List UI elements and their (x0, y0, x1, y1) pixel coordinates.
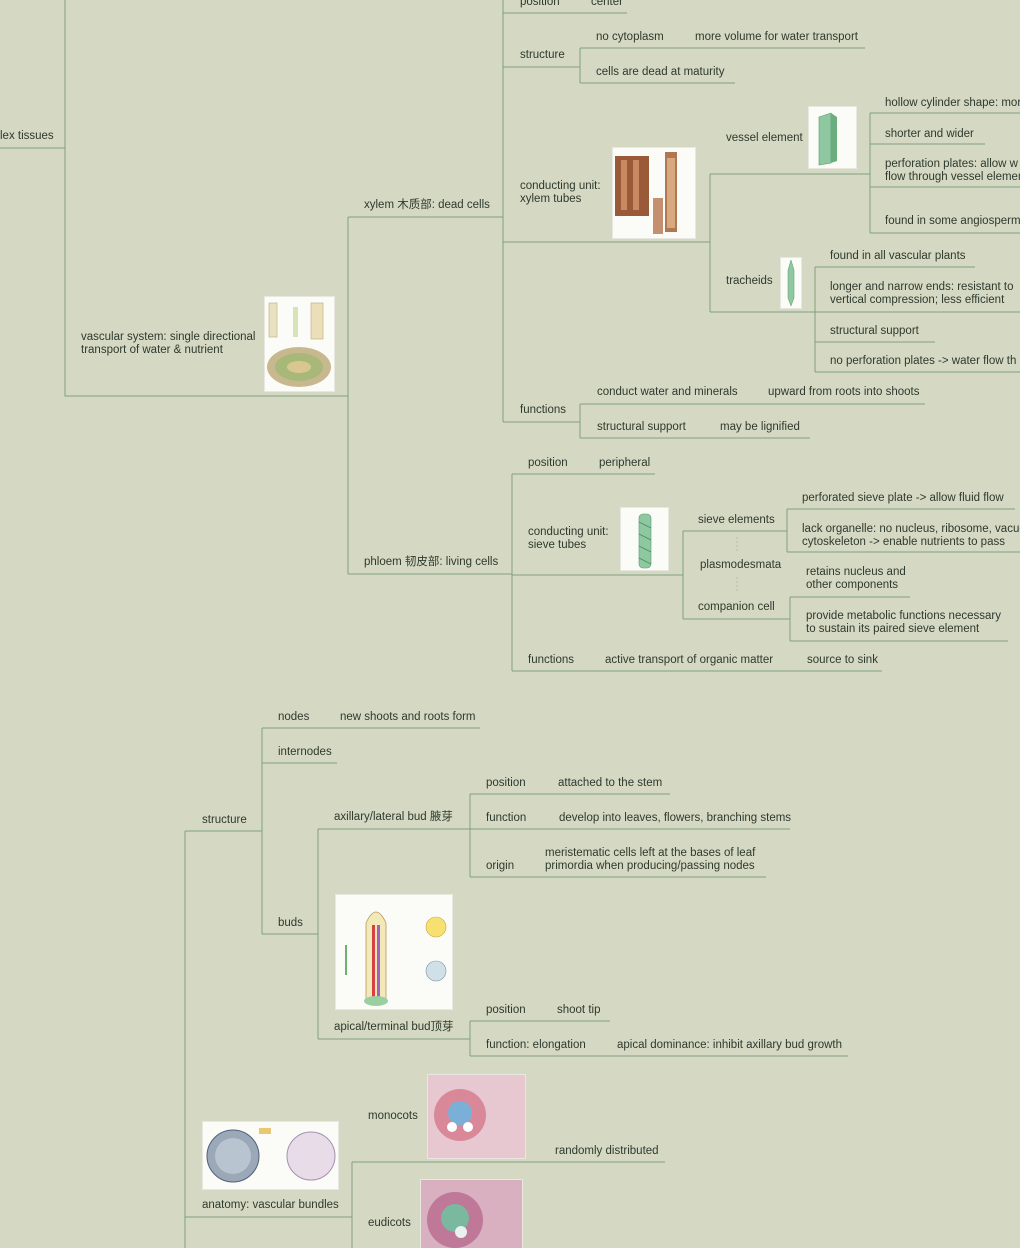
vascular-line-2: transport of water & nutrient (81, 344, 223, 356)
stem-structure-node[interactable]: structure (202, 814, 247, 826)
conduct-water-node[interactable]: conduct water and minerals (597, 386, 738, 398)
sieve-tube-svg (638, 513, 652, 569)
no-perforation-node[interactable]: no perforation plates -> water flow th (830, 355, 1017, 367)
nodes-node[interactable]: nodes (278, 711, 310, 723)
sieve-tube-image[interactable] (620, 507, 669, 571)
all-vascular-node[interactable]: found in all vascular plants (830, 250, 966, 262)
lignified-node[interactable]: may be lignified (720, 421, 800, 433)
shoot-apex-image[interactable] (335, 894, 453, 1010)
longer-line-2: vertical compression; less efficient (830, 294, 1005, 306)
phloem-node[interactable]: phloem 韧皮部: living cells (364, 556, 499, 568)
eudicots-node[interactable]: eudicots (368, 1217, 411, 1229)
vessel-element-image[interactable] (808, 106, 857, 169)
tracheid-svg (787, 259, 795, 307)
xylem-support-node[interactable]: structural support (597, 421, 686, 433)
source-sink-node[interactable]: source to sink (807, 654, 878, 666)
retains-line-2: other components (806, 579, 899, 591)
dead-cells-node[interactable]: cells are dead at maturity (596, 66, 725, 78)
stem-cross-section-svg (206, 1128, 336, 1183)
phloem-conducting-line-2: sieve tubes (528, 539, 587, 551)
vascular-diagram-image[interactable] (264, 296, 335, 392)
lack-line-1: lack organelle: no nucleus, ribosome, va… (802, 523, 1020, 535)
more-volume-node[interactable]: more volume for water transport (695, 31, 858, 43)
xylem-conducting-node[interactable]: conducting unit:xylem tubes (520, 180, 601, 206)
xylem-structure-node[interactable]: structure (520, 49, 565, 61)
axillary-origin-value[interactable]: meristematic cells left at the bases of … (545, 847, 755, 873)
phloem-conducting-line-1: conducting unit: (528, 526, 609, 538)
axillary-origin-node[interactable]: origin (486, 860, 515, 872)
lack-line-2: cytoskeleton -> enable nutrients to pass (802, 536, 1005, 548)
xylem-node[interactable]: xylem 木质部: dead cells (364, 199, 490, 211)
axillary-position-value[interactable]: attached to the stem (558, 777, 663, 789)
apical-position-value[interactable]: shoot tip (557, 1004, 601, 1016)
vessel-element-svg (818, 112, 837, 166)
axillary-bud-node[interactable]: axillary/lateral bud 腋芽 (334, 811, 453, 823)
xylem-conducting-line-2: xylem tubes (520, 193, 582, 205)
randomly-distributed-node[interactable]: randomly distributed (555, 1145, 659, 1157)
origin-line-1: meristematic cells left at the bases of … (545, 847, 756, 859)
phloem-conducting-node[interactable]: conducting unit:sieve tubes (528, 526, 609, 552)
provide-line-2: to sustain its paired sieve element (806, 623, 980, 635)
anatomy-node[interactable]: anatomy: vascular bundles (202, 1199, 339, 1211)
hollow-cylinder-node[interactable]: hollow cylinder shape: mor (885, 97, 1020, 109)
phloem-position-node[interactable]: position (528, 457, 568, 469)
active-transport-node[interactable]: active transport of organic matter (605, 654, 774, 666)
axillary-function-node[interactable]: function (486, 812, 527, 824)
perforation-line-1: perforation plates: allow w (885, 158, 1018, 170)
monocots-node[interactable]: monocots (368, 1110, 418, 1122)
complex-tissues-node[interactable]: lex tissues (0, 130, 54, 142)
retains-line-1: retains nucleus and (806, 566, 906, 578)
shorter-wider-node[interactable]: shorter and wider (885, 128, 974, 140)
apical-position-node[interactable]: position (486, 1004, 526, 1016)
origin-line-2: primordia when producing/passing nodes (545, 860, 755, 872)
apical-bud-node[interactable]: apical/terminal bud顶芽 (334, 1021, 454, 1033)
plasmodesmata-node[interactable]: plasmodesmata (700, 559, 782, 571)
shoot-apex-svg (345, 911, 447, 1006)
apical-function-value[interactable]: apical dominance: inhibit axillary bud g… (617, 1039, 843, 1051)
perforated-sieve-node[interactable]: perforated sieve plate -> allow fluid fl… (802, 492, 1004, 504)
tracheid-support-node[interactable]: structural support (830, 325, 919, 337)
tracheid-image[interactable] (780, 257, 802, 309)
longer-line-1: longer and narrow ends: resistant to (830, 281, 1014, 293)
axillary-position-node[interactable]: position (486, 777, 526, 789)
eudicot-stem-svg (421, 1180, 522, 1248)
angiosperms-node[interactable]: found in some angiosperms (885, 215, 1020, 227)
monocot-stem-image[interactable] (427, 1074, 526, 1159)
phloem-position-value[interactable]: peripheral (599, 457, 651, 469)
upward-node[interactable]: upward from roots into shoots (768, 386, 920, 398)
vascular-line-1: vascular system: single directional (81, 331, 256, 343)
xylem-conducting-line-1: conducting unit: (520, 180, 601, 192)
sieve-elements-node[interactable]: sieve elements (698, 514, 775, 526)
buds-node[interactable]: buds (278, 917, 303, 929)
apical-function-node[interactable]: function: elongation (486, 1039, 586, 1051)
xylem-functions-node[interactable]: functions (520, 404, 567, 416)
internodes-node[interactable]: internodes (278, 746, 332, 758)
monocot-stem-svg (428, 1075, 525, 1158)
vascular-diagram-svg (267, 302, 331, 387)
axillary-function-value[interactable]: develop into leaves, flowers, branching … (559, 812, 792, 824)
provide-line-1: provide metabolic functions necessary (806, 610, 1001, 622)
perforation-line-2: flow through vessel elemen (885, 171, 1020, 183)
phloem-functions-node[interactable]: functions (528, 654, 575, 666)
xylem-position-node[interactable]: position (520, 0, 560, 8)
stem-cross-section-image[interactable] (202, 1121, 339, 1190)
companion-cell-node[interactable]: companion cell (698, 601, 775, 613)
no-cytoplasm-node[interactable]: no cytoplasm (596, 31, 664, 43)
xylem-tubes-image[interactable] (612, 147, 696, 239)
xylem-tubes-svg (615, 152, 677, 234)
vessel-element-node[interactable]: vessel element (726, 132, 803, 144)
xylem-position-value[interactable]: center (591, 0, 623, 8)
nodes-value[interactable]: new shoots and roots form (340, 711, 476, 723)
tracheids-node[interactable]: tracheids (726, 275, 773, 287)
eudicot-stem-image[interactable] (420, 1179, 523, 1248)
lack-organelle-node[interactable]: lack organelle: no nucleus, ribosome, va… (802, 523, 1020, 549)
